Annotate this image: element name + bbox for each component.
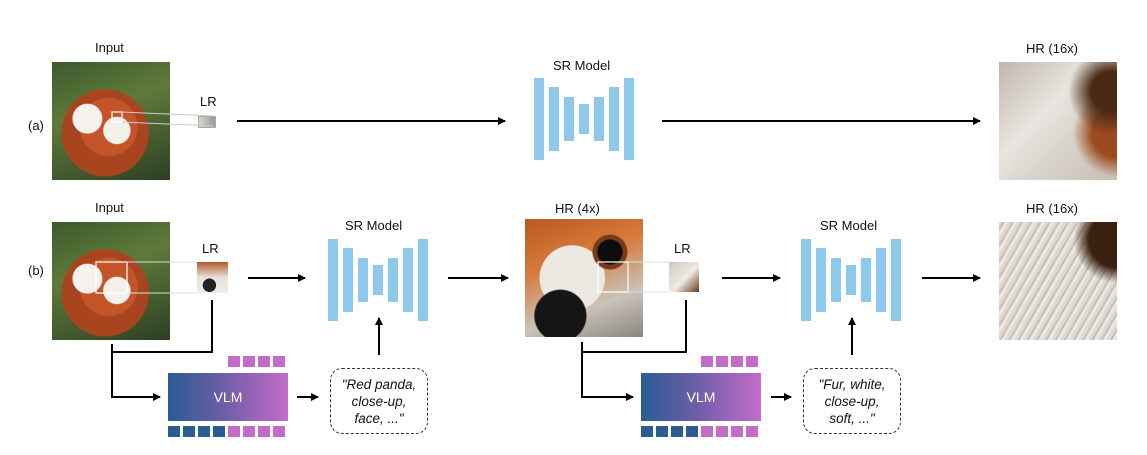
token-square [213, 426, 225, 437]
sr-layer-bar [373, 265, 383, 295]
lr-label-b1: LR [202, 241, 219, 256]
sr-layer-bar [624, 78, 634, 160]
sr-layer-bar [343, 248, 353, 312]
token-square [183, 426, 195, 437]
hr4-label-b: HR (4x) [555, 201, 600, 216]
prompt-1-line-1: "Red panda, [341, 376, 417, 392]
sr-layer-bar [831, 258, 841, 302]
sr-layer-bar [594, 97, 604, 141]
vlm-label-1: VLM [213, 389, 243, 405]
token-square [273, 356, 285, 367]
token-square [243, 356, 255, 367]
sr-layer-bar [801, 239, 811, 321]
sr-layer-bar [891, 239, 901, 321]
lr-image-b1 [197, 262, 228, 293]
arrow-input1-to-vlm1 [111, 374, 161, 401]
token-square [258, 356, 270, 367]
hr4-image-b [525, 219, 643, 337]
arrow-hr4-to-vlm2 [581, 374, 634, 401]
token-square [656, 426, 668, 437]
token-square [701, 356, 713, 367]
crop-box-b2 [597, 261, 629, 293]
sr-layer-bar [549, 87, 559, 151]
vlm-block-2: VLM [641, 373, 761, 421]
prompt-1-line-3: face, ..." [354, 410, 404, 426]
feed-line-lr1 [112, 300, 213, 353]
feed-line-lr2 [582, 300, 687, 353]
row-a-label: (a) [28, 118, 44, 133]
sr-model-a [534, 78, 634, 160]
prompt-2-line-2: close-up, [824, 393, 880, 409]
lr-label-a: LR [200, 94, 217, 109]
token-square [273, 426, 285, 437]
token-square [701, 426, 713, 437]
crop-line-a1 [121, 111, 215, 117]
hr16-image-b [999, 222, 1117, 340]
sr-layer-bar [403, 248, 413, 312]
crop-box-a [111, 111, 123, 123]
token-square [228, 356, 240, 367]
lr-label-b2: LR [674, 241, 691, 256]
sr-layer-bar [816, 248, 826, 312]
token-square [731, 426, 743, 437]
sr-model-b2 [801, 239, 901, 321]
token-square [671, 426, 683, 437]
sr-layer-bar [564, 97, 574, 141]
prompt-box-2: "Fur, white, close-up, soft, ..." [803, 368, 901, 434]
input-label-a: Input [95, 40, 124, 55]
sr-layer-bar [579, 104, 589, 134]
sr-layer-bar [328, 239, 338, 321]
token-square [168, 426, 180, 437]
hr16-label-a: HR (16x) [1026, 41, 1079, 56]
token-square [198, 426, 210, 437]
token-square [686, 426, 698, 437]
vlm-block-1: VLM [168, 373, 288, 421]
input-label-b: Input [95, 200, 124, 215]
token-square [716, 356, 728, 367]
lr-image-b2 [669, 262, 699, 292]
token-square [641, 426, 653, 437]
token-square [746, 356, 758, 367]
sr-model-b1 [328, 239, 428, 321]
input-image-a [52, 62, 170, 180]
sr-layer-bar [609, 87, 619, 151]
sr-layer-bar [418, 239, 428, 321]
token-square [731, 356, 743, 367]
sr-model-label-b2: SR Model [820, 218, 878, 233]
sr-layer-bar [388, 258, 398, 302]
prompt-box-1: "Red panda, close-up, face, ..." [330, 368, 428, 434]
token-square [228, 426, 240, 437]
crop-line-a2 [121, 121, 215, 127]
crop-box-b1 [95, 261, 128, 294]
sr-model-label-a: SR Model [553, 58, 611, 73]
token-square [746, 426, 758, 437]
hr16-label-b: HR (16x) [1026, 201, 1079, 216]
sr-layer-bar [876, 248, 886, 312]
token-square [716, 426, 728, 437]
prompt-2-line-1: "Fur, white, [818, 376, 886, 392]
input-image-b [52, 222, 170, 340]
token-square [258, 426, 270, 437]
sr-model-label-b1: SR Model [345, 218, 403, 233]
hr16-image-a [999, 62, 1117, 180]
vlm-label-2: VLM [686, 389, 716, 405]
prompt-1-line-2: close-up, [351, 393, 407, 409]
sr-layer-bar [861, 258, 871, 302]
token-square [243, 426, 255, 437]
row-b-label: (b) [28, 263, 44, 278]
sr-layer-bar [846, 265, 856, 295]
sr-layer-bar [358, 258, 368, 302]
prompt-2-line-3: soft, ..." [829, 410, 875, 426]
sr-layer-bar [534, 78, 544, 160]
